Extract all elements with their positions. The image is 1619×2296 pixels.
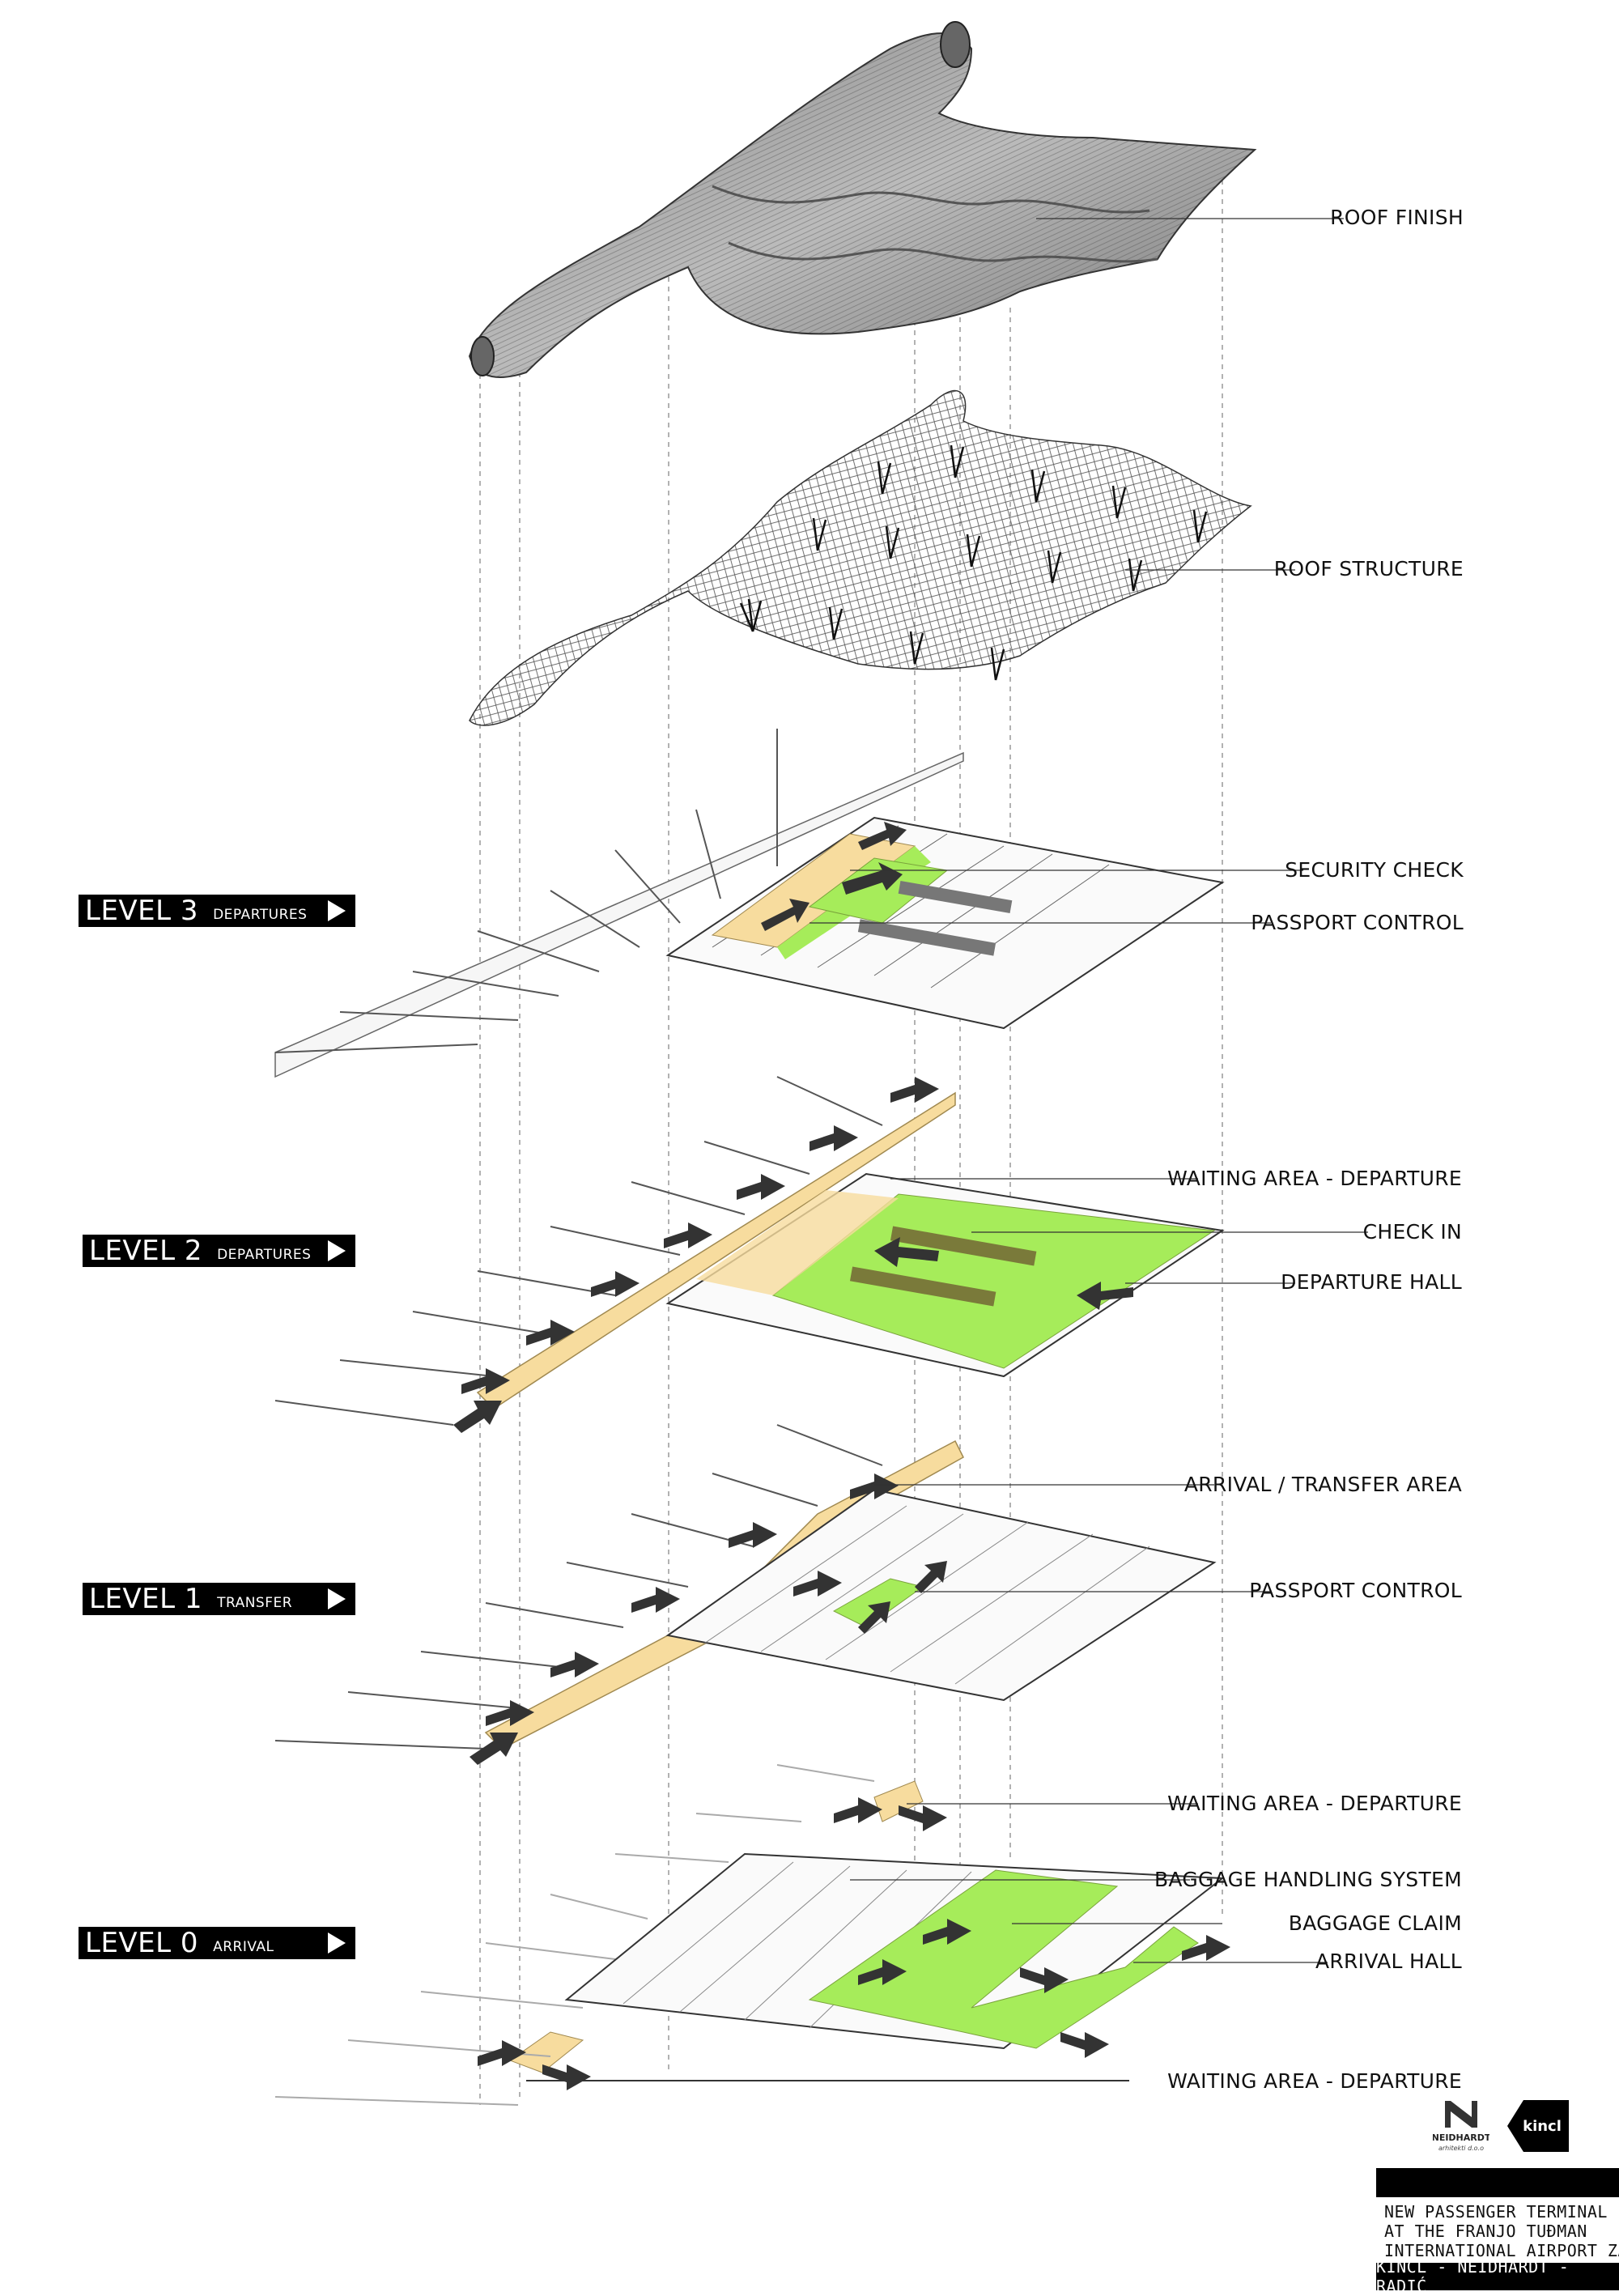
callout-baggage-handling: BAGGAGE HANDLING SYSTEM <box>1154 1868 1462 1891</box>
callout-waiting-area-l0b: WAITING AREA - DEPARTURE <box>1167 2069 1462 2093</box>
callout-lines <box>526 218 1368 2081</box>
callout-security-check: SECURITY CHECK <box>1285 858 1464 882</box>
credits-architects: KINCL - NEIDHARDT - RADIĆ <box>1376 2257 1619 2296</box>
level-0-label: LEVEL 0 ARRIVAL <box>79 1927 355 1959</box>
logo-n-sub: arhitekti d.o.o <box>1438 2145 1484 2152</box>
callout-roof-structure: ROOF STRUCTURE <box>1273 557 1464 580</box>
callout-waiting-area-l2: WAITING AREA - DEPARTURE <box>1167 1167 1462 1190</box>
level-2-plan <box>274 1076 1225 1433</box>
play-arrow-icon <box>328 1588 346 1609</box>
level-3-plan <box>274 729 1225 1078</box>
callout-passport-control-l1: PASSPORT CONTROL <box>1249 1579 1462 1602</box>
level-0-plan <box>274 1764 1230 2106</box>
play-arrow-icon <box>328 1240 346 1261</box>
credits-line-1: NEW PASSENGER TERMINAL <box>1384 2202 1608 2222</box>
callout-arrival-transfer: ARRIVAL / TRANSFER AREA <box>1183 1473 1462 1496</box>
roof-finish-shape <box>468 21 1257 378</box>
kincl-logo: kincl <box>1507 2100 1569 2152</box>
level-0-sub: ARRIVAL <box>213 1939 274 1955</box>
callout-check-in: CHECK IN <box>1362 1220 1462 1244</box>
level-1-sub: TRANSFER <box>217 1595 293 1611</box>
level-0-name: LEVEL 0 <box>85 1927 199 1959</box>
logo-n-text: NEIDHARDT <box>1433 2132 1489 2143</box>
level-1-label: LEVEL 1 TRANSFER <box>83 1583 355 1615</box>
level-1-plan <box>274 1424 1217 1765</box>
level-3-label: LEVEL 3 DEPARTURES <box>79 895 355 927</box>
credits-block: NEW PASSENGER TERMINAL AT THE FRANJO TUĐ… <box>1376 2168 1619 2296</box>
callout-roof-finish: ROOF FINISH <box>1330 206 1464 229</box>
level-3-name: LEVEL 3 <box>85 895 199 927</box>
level-2-label: LEVEL 2 DEPARTURES <box>83 1235 355 1267</box>
level-1-name: LEVEL 1 <box>89 1583 203 1615</box>
callout-baggage-claim: BAGGAGE CLAIM <box>1288 1911 1462 1935</box>
callout-passport-control-l3: PASSPORT CONTROL <box>1251 911 1464 934</box>
callout-waiting-area-l0a: WAITING AREA - DEPARTURE <box>1167 1792 1462 1815</box>
roof-structure-shape <box>469 389 1252 726</box>
callout-arrival-hall: ARRIVAL HALL <box>1315 1949 1462 1973</box>
neidhardt-logo: NEIDHARDT arhitekti d.o.o <box>1433 2101 1489 2152</box>
play-arrow-icon <box>328 900 346 921</box>
level-2-sub: DEPARTURES <box>217 1247 312 1263</box>
logo-k-text: kincl <box>1523 2118 1562 2135</box>
level-3-sub: DEPARTURES <box>213 907 308 923</box>
play-arrow-icon <box>328 1932 346 1954</box>
credits-line-2: AT THE FRANJO TUĐMAN <box>1384 2222 1587 2241</box>
credits-top-bar <box>1376 2168 1619 2197</box>
credits-line-3: INTERNATIONAL AIRPORT ZAGREB <box>1384 2241 1619 2260</box>
level-2-name: LEVEL 2 <box>89 1235 203 1267</box>
callout-departure-hall: DEPARTURE HALL <box>1281 1270 1462 1294</box>
